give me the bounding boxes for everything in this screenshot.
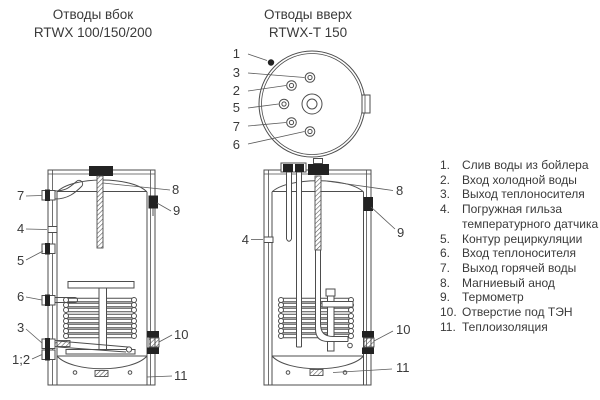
right-sleeve-pipe <box>286 172 292 242</box>
callout-left-1-2: 1;2 <box>12 352 30 367</box>
top-port-cold-inlet <box>286 80 297 91</box>
left-port-hot-water-outlet <box>41 189 56 201</box>
left-port-thermometer <box>148 195 158 216</box>
left-port-heating-outlet <box>41 338 71 350</box>
right-port-thermometer <box>363 197 373 211</box>
right-port-heating-element <box>362 331 375 354</box>
top-center-flange <box>301 93 323 115</box>
top-port-hot-outlet <box>286 117 297 128</box>
legend-item-7: 7.Выход горячей воды <box>440 260 577 275</box>
left-title-line1: Отводы вбок <box>52 7 134 22</box>
right-coil-support <box>321 288 354 352</box>
legend-item-8: 8.Магниевый анод <box>440 275 555 290</box>
top-view-diagram: 1 3 2 5 7 6 <box>233 46 371 158</box>
callout-right-10: 10 <box>396 322 410 337</box>
right-top-fittings <box>280 158 329 175</box>
top-port-heating-inlet <box>304 126 316 137</box>
right-anode <box>314 175 322 251</box>
left-port-heating-element <box>147 331 160 354</box>
legend-item-5: 5.Контур рециркуляции <box>440 231 583 246</box>
callout-left-10: 10 <box>174 327 188 342</box>
top-port-drain <box>267 59 275 66</box>
callout-top-7: 7 <box>233 119 240 134</box>
legend-item-6: 6.Вход теплоносителя <box>440 246 576 261</box>
callout-top-5: 5 <box>233 100 240 115</box>
right-title-line1: Отводы вверх <box>263 7 353 22</box>
legend-item-10: 10.Отверстие под ТЭН <box>440 305 573 320</box>
callout-left-3: 3 <box>17 320 24 335</box>
legend-item-3: 3.Выход теплоносителя <box>440 187 585 202</box>
right-port-sensor-sleeve <box>263 236 274 243</box>
legend-item-1: 1.Слив воды из бойлера <box>440 158 589 172</box>
left-port-drain-cold-inlet <box>41 349 56 361</box>
callout-right-9: 9 <box>397 225 404 240</box>
right-title-line2: RTWX-T 150 <box>268 24 348 40</box>
left-hot-water-pipe <box>54 179 84 200</box>
left-title-line2: RTWX 100/150/200 <box>33 24 153 40</box>
callout-top-6: 6 <box>233 137 240 152</box>
left-port-recirculation <box>41 243 56 255</box>
callout-left-6: 6 <box>17 289 24 304</box>
left-diagram-title: Отводы вбок RTWX 100/150/200 <box>8 6 178 42</box>
right-diagram-title: Отводы вверх RTWX-T 150 <box>233 6 383 42</box>
left-port-heating-inlet <box>41 294 78 306</box>
right-tank-diagram: 4 8 9 10 11 <box>242 158 410 386</box>
legend-item-9: 9.Термометр <box>440 290 524 305</box>
legend-item-11: 11.Теплоизоляция <box>440 319 548 334</box>
callout-left-5: 5 <box>17 253 24 268</box>
callout-left-4: 4 <box>17 221 24 236</box>
left-tank-callouts: 7 4 5 6 3 1;2 8 9 10 11 <box>12 182 188 383</box>
left-port-sensor-sleeve <box>47 226 58 233</box>
left-coil-support <box>57 281 136 355</box>
callout-left-9: 9 <box>173 203 180 218</box>
callout-top-1: 1 <box>233 46 240 61</box>
top-view-callouts: 1 3 2 5 7 6 <box>233 46 305 152</box>
left-anode <box>89 166 113 249</box>
top-port-recirculation <box>278 98 290 110</box>
callout-right-4: 4 <box>242 232 249 247</box>
callout-left-7: 7 <box>17 188 24 203</box>
callout-left-11: 11 <box>174 368 188 383</box>
top-port-heating-outlet <box>304 72 316 83</box>
legend-item-2: 2.Вход холодной воды <box>440 172 577 187</box>
callout-right-8: 8 <box>396 183 403 198</box>
left-tank-diagram: 7 4 5 6 3 1;2 8 9 10 11 <box>12 166 188 386</box>
right-drain-pipe <box>296 172 302 348</box>
right-tank-callouts: 4 8 9 10 11 <box>242 180 410 375</box>
parts-legend: 1.Слив воды из бойлера 2.Вход холодной в… <box>440 158 600 334</box>
callout-top-2: 2 <box>233 83 240 98</box>
top-view-handle-tab <box>361 94 371 114</box>
callout-right-11: 11 <box>396 360 410 375</box>
callout-left-8: 8 <box>172 182 179 197</box>
callout-top-3: 3 <box>233 65 240 80</box>
